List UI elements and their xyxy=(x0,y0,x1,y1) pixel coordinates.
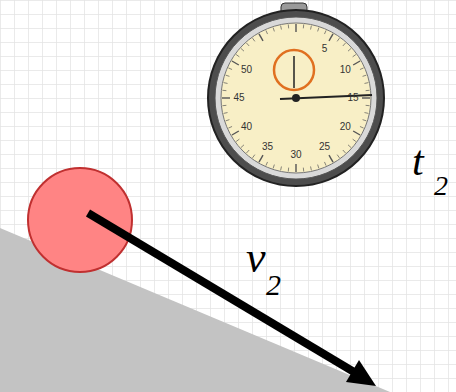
dial-tick xyxy=(266,162,268,166)
dial-tick xyxy=(353,55,356,57)
dial-tick xyxy=(259,155,263,162)
stopwatch-bezel xyxy=(215,17,377,179)
subdial-hand xyxy=(293,56,295,88)
dial-tick xyxy=(280,26,282,30)
dial-number: 40 xyxy=(241,122,252,132)
time-symbol: t xyxy=(412,140,424,182)
velocity-arrow xyxy=(88,213,376,386)
dial-tick xyxy=(228,126,232,128)
dial-tick xyxy=(222,97,230,98)
dial-tick xyxy=(236,139,239,141)
dial-tick xyxy=(348,48,351,51)
dial-tick xyxy=(273,28,274,32)
subdial xyxy=(274,50,314,90)
dial-number: 5 xyxy=(322,44,328,54)
dial-tick xyxy=(241,48,244,51)
dial-tick xyxy=(246,150,249,153)
dial-tick xyxy=(362,97,370,98)
dial-tick xyxy=(360,126,364,128)
dial-tick xyxy=(288,24,289,28)
dial-tick xyxy=(236,55,239,57)
dial-tick xyxy=(337,38,339,41)
dial-number: 15 xyxy=(347,93,358,103)
dial-tick xyxy=(366,90,370,91)
dial-tick xyxy=(241,145,244,148)
dial-tick xyxy=(228,68,232,70)
dial-tick xyxy=(222,90,226,91)
dial-tick xyxy=(288,168,289,172)
dial-tick xyxy=(253,155,255,158)
dial-tick xyxy=(348,145,351,148)
dial-number: 45 xyxy=(233,93,244,103)
dial-tick xyxy=(318,165,319,169)
dial-tick xyxy=(343,43,346,46)
dial-tick xyxy=(324,162,326,166)
dial-tick xyxy=(266,30,268,34)
dial-tick xyxy=(353,131,360,135)
dial-tick xyxy=(246,43,249,46)
dial-tick xyxy=(318,28,319,32)
time-subscript: 2 xyxy=(434,172,448,200)
dial-tick xyxy=(353,139,356,141)
dial-tick xyxy=(303,24,304,28)
dial-tick xyxy=(295,164,296,172)
dial-tick xyxy=(364,82,368,84)
hand-pivot xyxy=(292,94,300,102)
dial-tick xyxy=(232,61,239,65)
dial-tick xyxy=(226,120,230,121)
dial-tick xyxy=(363,120,367,121)
dial-number: 25 xyxy=(319,142,330,152)
dial-tick xyxy=(363,75,367,76)
dial-tick xyxy=(273,165,274,169)
dial-tick xyxy=(329,34,333,41)
dial-tick xyxy=(329,155,333,162)
dial-ticks xyxy=(222,24,370,172)
dial-tick xyxy=(364,112,368,114)
stopwatch xyxy=(208,3,384,186)
dial-tick xyxy=(259,34,263,41)
stopwatch-face xyxy=(221,23,371,173)
dial-tick xyxy=(253,38,255,41)
dial-tick xyxy=(337,155,339,158)
dial-tick xyxy=(222,105,226,106)
arrow-head xyxy=(346,360,376,386)
dial-number: 50 xyxy=(241,65,252,75)
dial-tick xyxy=(353,61,360,65)
dial-tick xyxy=(280,166,282,170)
dial-tick xyxy=(343,150,346,153)
dial-tick xyxy=(226,75,230,76)
dial-tick xyxy=(232,131,239,135)
velocity-symbol: v xyxy=(246,236,266,280)
dial-tick xyxy=(324,30,326,34)
dial-tick xyxy=(224,82,228,84)
dial-number: 10 xyxy=(340,65,351,75)
dial-tick xyxy=(366,105,370,106)
ball xyxy=(28,168,132,272)
dial-tick xyxy=(295,24,296,32)
dial-tick xyxy=(360,68,364,70)
dial-tick xyxy=(224,112,228,114)
velocity-subscript: 2 xyxy=(266,270,281,300)
dial-number: 35 xyxy=(262,142,273,152)
stopwatch-case xyxy=(208,10,384,186)
arrow-shaft xyxy=(88,213,354,372)
dial-tick xyxy=(303,168,304,172)
dial-tick xyxy=(310,166,312,170)
dial-tick xyxy=(310,26,312,30)
dial-number: 20 xyxy=(340,122,351,132)
dial-number: 30 xyxy=(290,150,301,160)
